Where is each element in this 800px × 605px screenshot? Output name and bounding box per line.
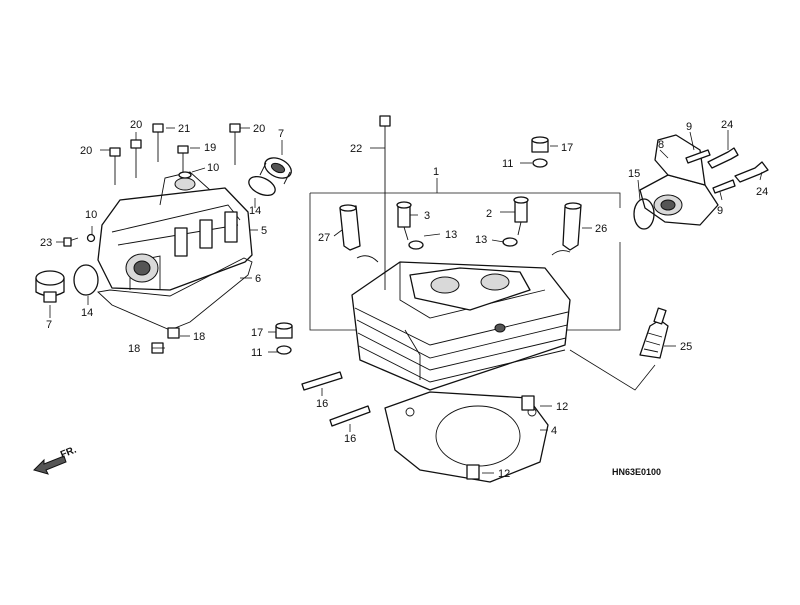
dowel-pin-a <box>167 327 180 339</box>
o-ring-left <box>73 264 99 296</box>
callout-1: 1 <box>433 166 439 178</box>
cover-gasket <box>97 257 253 331</box>
cover-bolts <box>63 123 241 247</box>
nut-17-left <box>275 322 293 339</box>
callout-17-left: 17 <box>251 327 263 339</box>
valve-guide-left <box>339 204 379 263</box>
callout-18-right: 18 <box>193 331 205 343</box>
leader-lines <box>49 127 763 474</box>
callout-9-bottom: 9 <box>717 205 723 217</box>
callout-10-left: 10 <box>85 209 97 221</box>
front-direction-arrow: FR. <box>33 444 78 475</box>
callout-20-right: 20 <box>253 123 265 135</box>
callout-16-b: 16 <box>344 433 356 445</box>
valve-guide-right <box>551 202 582 256</box>
callout-3: 3 <box>424 210 430 222</box>
o-ring-13b <box>502 237 518 247</box>
callout-labels: 1 2 3 4 5 6 7 7 8 9 9 10 10 11 11 12 12 … <box>40 119 768 480</box>
callout-22: 22 <box>350 143 362 155</box>
stud-16b <box>329 405 371 427</box>
callout-4: 4 <box>551 425 557 437</box>
callout-18-left: 18 <box>128 343 140 355</box>
stud-16a <box>301 371 343 391</box>
callout-9-top: 9 <box>686 121 692 133</box>
intake-studs <box>685 147 769 194</box>
callout-2: 2 <box>486 208 492 220</box>
callout-10-top: 10 <box>207 162 219 174</box>
cylinder-head-cover <box>97 171 253 291</box>
callout-5: 5 <box>261 225 267 237</box>
callout-14-left: 14 <box>81 307 93 319</box>
callout-14-top: 14 <box>249 205 261 217</box>
tappet-right <box>513 196 529 236</box>
dowel-pin-12a <box>521 395 535 411</box>
spark-plug <box>639 307 669 359</box>
o-ring-13a <box>408 240 424 250</box>
cap-top <box>259 157 292 185</box>
callout-26: 26 <box>595 223 607 235</box>
callout-8: 8 <box>658 139 664 151</box>
callout-17-top: 17 <box>561 142 573 154</box>
callout-7-top: 7 <box>278 128 284 140</box>
callout-20-mid: 20 <box>130 119 142 131</box>
dowel-pin-12b <box>466 464 480 480</box>
callout-25: 25 <box>680 341 692 353</box>
callout-15: 15 <box>628 168 640 180</box>
cylinder-head-gasket <box>384 391 549 483</box>
callout-13-left: 13 <box>445 229 457 241</box>
callout-12-top: 12 <box>556 401 568 413</box>
callout-21: 21 <box>178 123 190 135</box>
o-ring-top <box>248 175 276 197</box>
washer-11-left <box>276 345 292 355</box>
callout-24-top: 24 <box>721 119 733 131</box>
callout-20-left: 20 <box>80 145 92 157</box>
callout-24-bottom: 24 <box>756 186 768 198</box>
callout-19: 19 <box>204 142 216 154</box>
tappet-left <box>396 201 412 241</box>
cap-left <box>35 270 65 303</box>
drawing-code: HN63E0100 <box>612 467 661 477</box>
stud-bolt-22 <box>379 115 391 290</box>
callout-11-left: 11 <box>251 347 262 359</box>
nut-17-top <box>531 136 549 153</box>
callout-6: 6 <box>255 273 261 285</box>
callout-16-a: 16 <box>316 398 328 410</box>
intake-pipe <box>639 134 719 226</box>
callout-12-bottom: 12 <box>498 468 510 480</box>
washer-11-top <box>532 158 548 168</box>
o-ring-15 <box>633 198 655 230</box>
callout-13-right: 13 <box>475 234 487 246</box>
cylinder-head <box>351 261 571 391</box>
callout-11-top: 11 <box>502 158 513 170</box>
callout-27: 27 <box>318 232 330 244</box>
direction-label: FR. <box>59 444 78 460</box>
callout-23: 23 <box>40 237 52 249</box>
callout-7-left: 7 <box>46 319 52 331</box>
